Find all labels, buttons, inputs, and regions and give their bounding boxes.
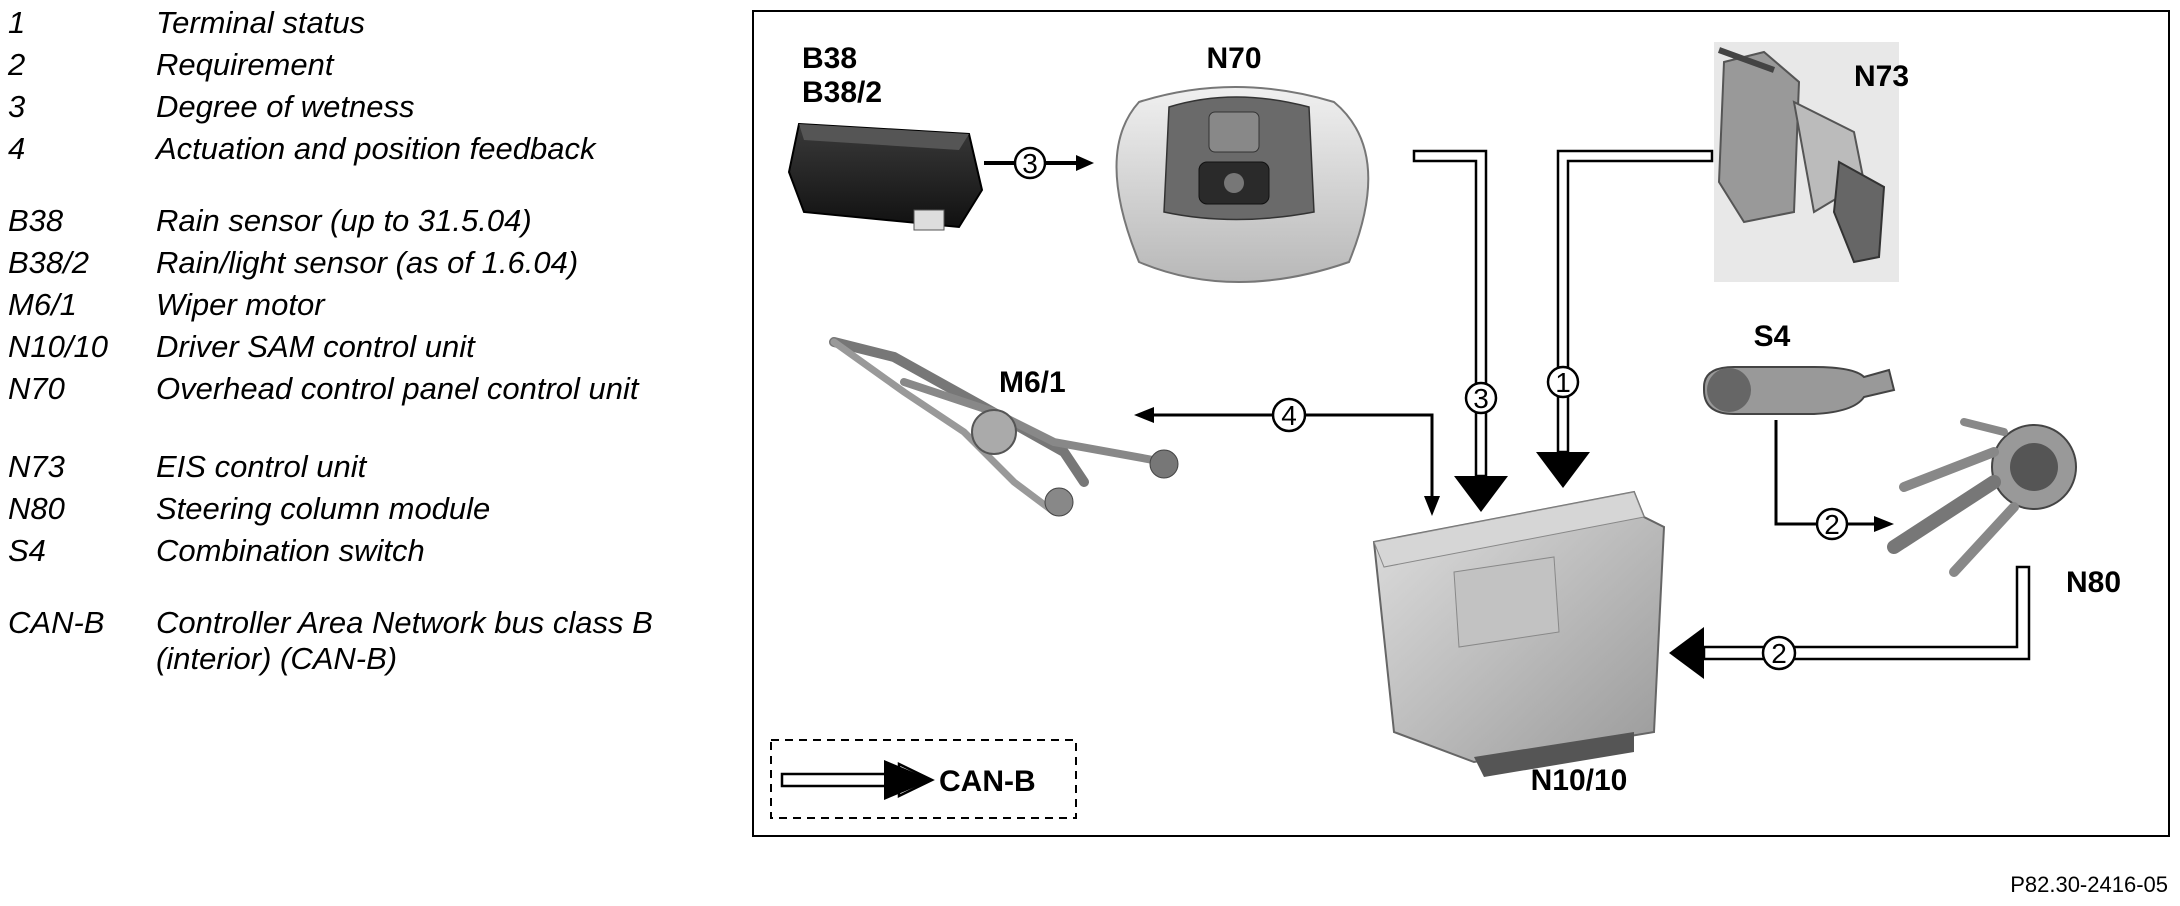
legend-description: Overhead control panel control unit: [156, 371, 639, 406]
legend-description: Rain sensor (up to 31.5.04): [156, 203, 532, 238]
wiper-system-diagram: B38 B38/2 3 N70 N73: [770, 42, 2121, 819]
flow-arrow-4-sam-to-wiper: 4: [1134, 397, 1440, 516]
flow-arrow-2-s4-to-n80: 2: [1774, 420, 1894, 541]
ignition-switch-icon: [1714, 42, 1899, 282]
label-n70: N70: [1206, 42, 1261, 75]
flow-number-2: 2: [1824, 509, 1840, 540]
rain-sensor-icon: [787, 122, 984, 231]
legend-code: S4: [8, 533, 46, 568]
can-arrow-1-n73-to-sam: 1: [1536, 149, 1714, 488]
legend-panel: 1 Terminal status 2 Requirement 3 Degree of w…: [0, 0, 740, 720]
legend-description: Degree of wetness: [156, 89, 415, 124]
legend-code: M6/1: [8, 287, 77, 322]
figure-reference: P82.30-2416-05: [2010, 872, 2168, 897]
flow-number-4: 4: [1281, 400, 1297, 431]
legend-code: N70: [8, 371, 65, 406]
steering-column-module-icon: [1887, 418, 2077, 577]
overhead-control-panel-icon: [1115, 86, 1370, 283]
legend-code: N10/10: [8, 329, 108, 364]
label-n80: N80: [2066, 566, 2121, 599]
label-can-b: CAN-B: [939, 765, 1036, 798]
label-b38-2: B38/2: [802, 76, 882, 109]
can-b-legend-key: CAN-B: [770, 739, 1077, 819]
legend-code: CAN-B: [8, 605, 105, 640]
legend-description: Controller Area Network bus class B (int…: [156, 605, 653, 676]
legend-description: EIS control unit: [156, 449, 367, 484]
legend-code: 1: [8, 5, 26, 40]
legend-code: B38/2: [8, 245, 90, 280]
flow-number-3: 3: [1022, 148, 1038, 179]
can-arrow-2-n80-to-sam: 2: [1669, 565, 2031, 679]
flow-number-1: 1: [1555, 367, 1571, 398]
flow-arrow-3-rain-to-n70: 3: [984, 146, 1094, 180]
legend-code: 3: [8, 89, 26, 124]
label-s4: S4: [1754, 320, 1791, 353]
wiper-motor-icon: [829, 337, 1179, 517]
legend-code: B38: [8, 203, 64, 238]
legend-description: Combination switch: [156, 533, 425, 568]
legend-code: 2: [8, 47, 26, 82]
combination-switch-icon: [1703, 366, 1896, 415]
label-n73: N73: [1854, 60, 1909, 93]
legend-description: Rain/light sensor (as of 1.6.04): [156, 245, 579, 280]
label-m6-1: M6/1: [999, 366, 1066, 399]
label-n10-10: N10/10: [1531, 764, 1628, 797]
flow-number-2-can: 2: [1771, 638, 1787, 669]
legend-description: Steering column module: [156, 491, 491, 526]
legend-code: 4: [8, 131, 26, 166]
legend-description: Requirement: [156, 47, 334, 82]
legend-code: N73: [8, 449, 65, 484]
legend-description: Wiper motor: [156, 287, 325, 322]
can-arrow-3-n70-to-sam: 3: [1412, 149, 1508, 512]
control-unit-icon: [1372, 490, 1666, 777]
flow-number-3-can: 3: [1473, 383, 1489, 414]
legend-code: N80: [8, 491, 65, 526]
legend-description: Terminal status: [156, 5, 366, 40]
legend-description: Driver SAM control unit: [156, 329, 475, 364]
diagram-frame: B38 B38/2 3 N70 N73: [752, 10, 2170, 837]
label-b38: B38: [802, 42, 857, 75]
legend-description: Actuation and position feedback: [156, 131, 596, 166]
